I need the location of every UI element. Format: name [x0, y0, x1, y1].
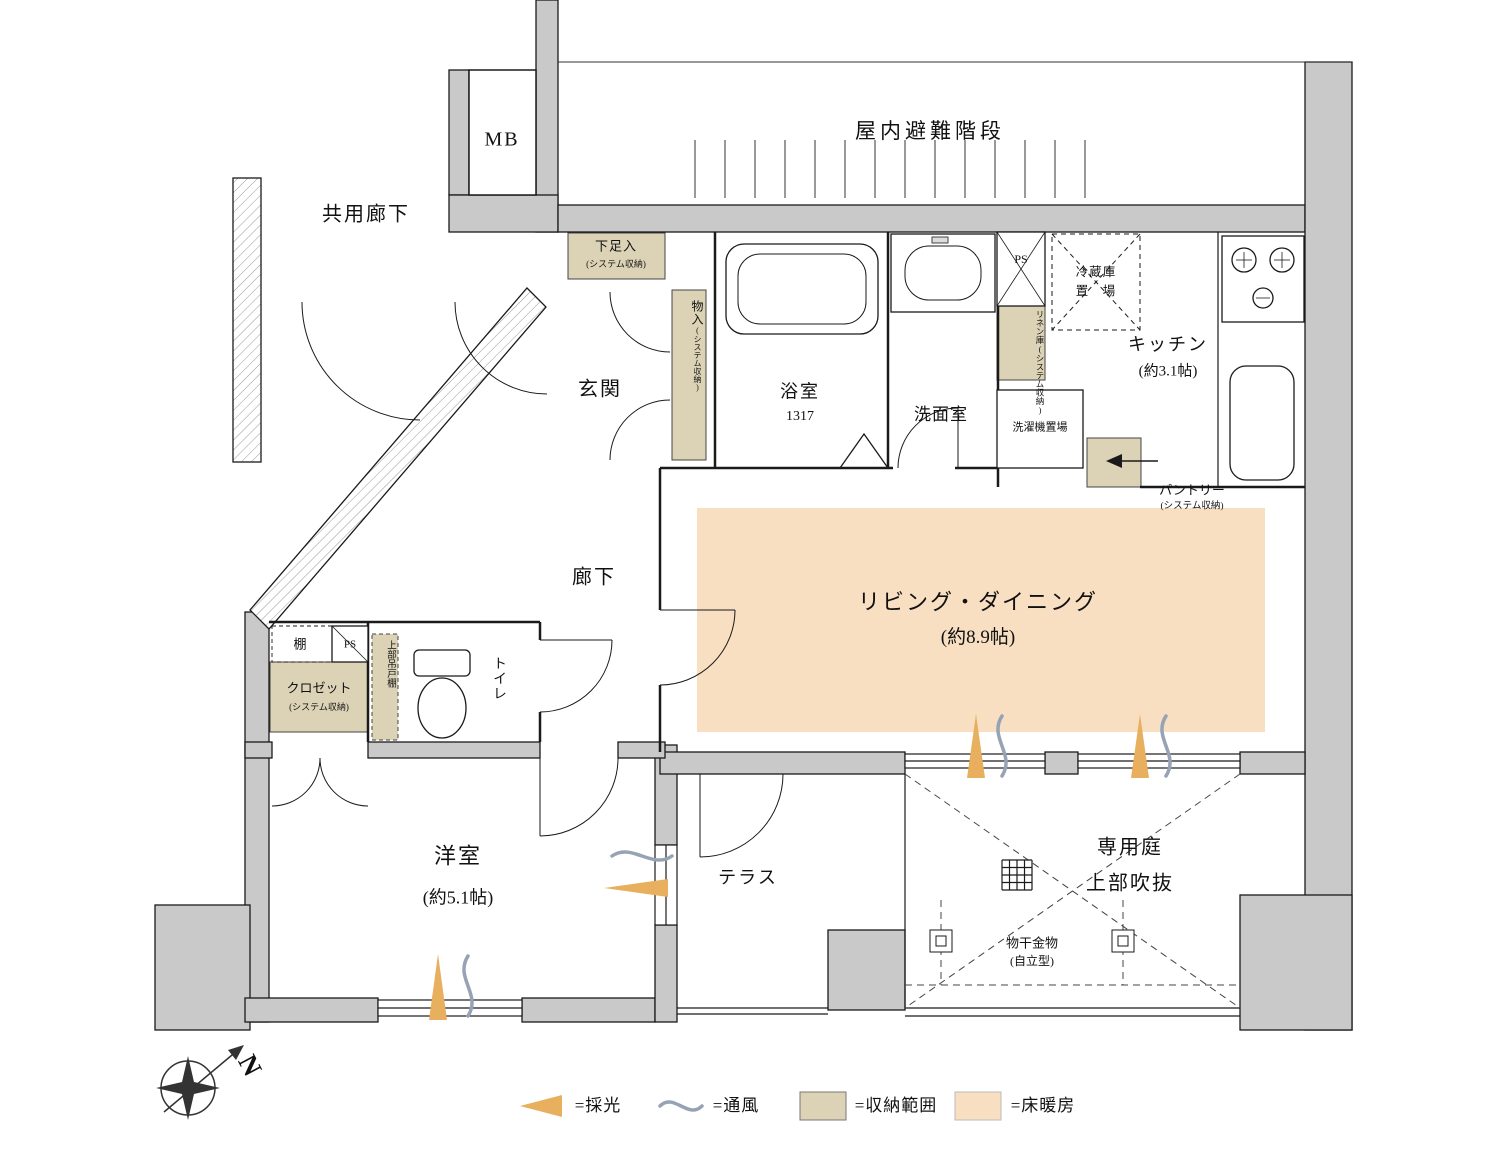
entrance-label: 玄関	[578, 378, 622, 401]
closet-label: クロゼット	[286, 680, 352, 696]
bath-folding-door	[839, 432, 889, 469]
washroom-label: 洗面室	[914, 405, 968, 425]
legend-floor-heating-swatch	[954, 1091, 1002, 1121]
vanity	[890, 233, 996, 313]
legend-floor-heating-label: =床暖房	[1010, 1096, 1076, 1116]
ventilation-icons	[462, 714, 1172, 1018]
linen-label: リネン庫(システム収納)	[1035, 310, 1045, 415]
storage-closet-label: 物入(システム収納)	[690, 300, 704, 392]
pole-label-1: 物干金物	[1005, 935, 1059, 951]
bathroom-label: 浴室	[780, 381, 820, 402]
legend-ventilation-label: =通風	[712, 1096, 760, 1116]
shelf-label: 棚	[293, 636, 307, 652]
common-corridor-label: 共用廊下	[322, 203, 410, 226]
walls	[154, 0, 1353, 1031]
kitchen-size-label: (約3.1帖)	[1138, 363, 1198, 380]
pantry-sub-label: (システム収納)	[1160, 501, 1224, 512]
kitchen-sink	[1229, 365, 1295, 481]
void-label: 上部吹抜	[1086, 872, 1174, 895]
corridor-door-arc	[301, 301, 421, 421]
laundry-space	[996, 389, 1084, 469]
stove	[1221, 235, 1305, 323]
corridor-label: 廊下	[572, 566, 616, 589]
laundry-label: 洗濯機置場	[1012, 421, 1068, 434]
fridge-space	[1051, 233, 1141, 331]
fixtures	[271, 231, 1305, 739]
legend-storage-label: =収納範囲	[854, 1096, 938, 1116]
fridge-label-1: 冷蔵庫	[1075, 264, 1117, 279]
compass-icon	[156, 1045, 244, 1120]
pipe-space-mid	[331, 625, 369, 663]
legend-ventilation-icon	[658, 1100, 704, 1112]
ps-mid-label: PS	[343, 638, 357, 651]
bedroom-label: 洋室	[433, 843, 483, 869]
terrace-label: テラス	[718, 867, 778, 888]
toilet-fixture	[413, 649, 471, 739]
kitchen-label: キッチン	[1128, 334, 1208, 355]
pantry-label: パントリー	[1159, 482, 1225, 498]
laundry-poles	[929, 929, 1135, 953]
outer-walls	[232, 177, 547, 630]
floor-heating-area	[697, 508, 1265, 732]
mb-label: MB	[484, 128, 520, 151]
shoe-cabinet-label: 下足入	[594, 238, 638, 254]
ps-top-label: PS	[1014, 252, 1028, 267]
daylight-arrow-icons	[429, 714, 1149, 1020]
bathroom-size-label: 1317	[786, 408, 814, 424]
legend-storage-swatch	[799, 1091, 847, 1121]
thin-lines	[677, 232, 1240, 1017]
pantry-arrow-icon	[1106, 454, 1158, 468]
pipe-space-top	[996, 231, 1046, 307]
void-grid-icon	[1001, 859, 1033, 891]
escape-stairs	[558, 61, 1352, 198]
partitions	[269, 232, 1305, 752]
living-label: リビング・ダイニング	[857, 589, 1099, 615]
garden-label: 専用庭	[1097, 836, 1163, 859]
shelf-box	[271, 625, 333, 663]
closet-sub-label: (システム収納)	[289, 701, 349, 712]
legend-icons	[520, 1091, 1002, 1121]
garden-marks	[904, 773, 1241, 1009]
entrance-door-arc	[454, 301, 548, 395]
living-size-label: (約8.9帖)	[940, 627, 1016, 649]
legend-daylight-label: =採光	[574, 1096, 622, 1116]
legend-daylight-icon	[520, 1095, 562, 1117]
bathtub	[725, 243, 879, 335]
meter-box	[468, 69, 537, 196]
door-arcs	[271, 291, 959, 858]
escape-stairs-label: 屋内避難階段	[855, 118, 1005, 143]
fridge-label-2: 置 場	[1075, 283, 1117, 298]
bedroom-size-label: (約5.1帖)	[422, 887, 494, 908]
toilet-label: トイレ	[491, 656, 506, 701]
upper-cabinet-label: 上部吊戸棚	[385, 640, 395, 688]
shoe-cabinet-sub-label: (システム収納)	[586, 258, 646, 269]
pole-label-2: (自立型)	[1010, 954, 1054, 969]
